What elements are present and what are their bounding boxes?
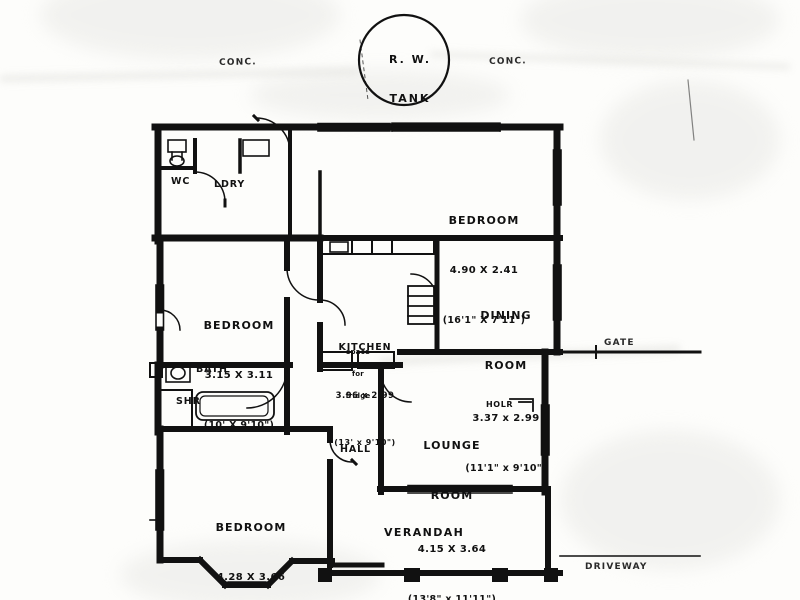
shower-label: SHR xyxy=(176,396,201,407)
dining-room-label: DINING ROOM 3.37 x 2.99 (11'1" x 9'10") xyxy=(465,308,547,474)
wc-label: WC xyxy=(171,176,191,187)
door-swing-dining xyxy=(410,273,438,301)
fixture-linen-cupboard xyxy=(509,398,534,412)
window-lounge-south xyxy=(407,484,513,494)
door-swing-bedroom-left-2 xyxy=(159,309,181,331)
fixture-toilet xyxy=(167,139,187,167)
verandah-label: VERANDAH xyxy=(384,526,465,539)
gate-label: GATE xyxy=(604,338,635,348)
door-swing-ldry xyxy=(255,117,291,153)
fixture-meter-box xyxy=(149,362,163,378)
fridge-space-note: space for fridge xyxy=(345,347,371,400)
laundry-label: LDRY xyxy=(214,179,246,190)
conc-right-label: CONC. xyxy=(489,56,527,67)
door-swing-hall xyxy=(329,439,353,463)
hold-cupboard-label: HOLR xyxy=(486,400,514,409)
door-swing-lounge xyxy=(380,371,412,403)
fixture-basin xyxy=(165,363,191,383)
hall-label: HALL xyxy=(340,444,372,455)
window-group-north xyxy=(391,122,501,132)
fixture-bathtub xyxy=(195,391,275,421)
fixture-kitchen-island xyxy=(407,285,435,325)
window-east-dining xyxy=(552,264,562,321)
site-line-right xyxy=(687,79,695,141)
window-bay xyxy=(201,561,291,584)
fixture-kitchen-sink xyxy=(329,241,349,253)
door-swing-bath xyxy=(246,367,288,409)
conc-left-label: CONC. xyxy=(219,57,257,68)
tank-downpipe xyxy=(359,39,369,101)
rainwater-tank-label: R. W. TANK xyxy=(388,52,432,105)
verandah-posts xyxy=(318,568,558,582)
window-lounge-east xyxy=(540,404,550,456)
fixture-kitchen-bench xyxy=(321,239,435,255)
bath-label: BATH xyxy=(196,364,228,375)
door-jambs xyxy=(223,113,359,467)
fixture-shower xyxy=(159,389,193,429)
rainwater-tank-circle xyxy=(357,13,451,107)
window-west-bedroom-left xyxy=(155,284,165,331)
kitchen-label: KITCHEN 3.96 x 2.99 (13' x 9'10") xyxy=(334,341,396,448)
window-east-bedroom xyxy=(552,149,562,206)
lounge-room-label: LOUNGE ROOM 4.15 X 3.64 (13'8" x 11'11") xyxy=(407,438,497,600)
fixture-bench-return xyxy=(357,351,395,369)
door-swing-bedroom-left xyxy=(286,267,320,301)
door-swing-kitchen xyxy=(319,299,346,326)
bedroom-bottom-label: BEDROOM 4.28 X 3.66 (14' X 12') xyxy=(215,520,287,584)
bedroom-top-label: BEDROOM 4.90 X 2.41 (16'1" X 7'11") xyxy=(442,213,526,327)
fixture-fridge-space xyxy=(321,351,353,371)
window-top-left xyxy=(317,122,391,132)
wall-bay-angle-right xyxy=(263,556,297,590)
bedroom-left-label: BEDROOM 3.15 X 3.11 (10' X 9'10") xyxy=(203,318,275,432)
door-swing-wc xyxy=(194,171,226,203)
fixture-laundry-tub xyxy=(242,139,270,157)
driveway-label: DRIVEWAY xyxy=(585,562,648,572)
